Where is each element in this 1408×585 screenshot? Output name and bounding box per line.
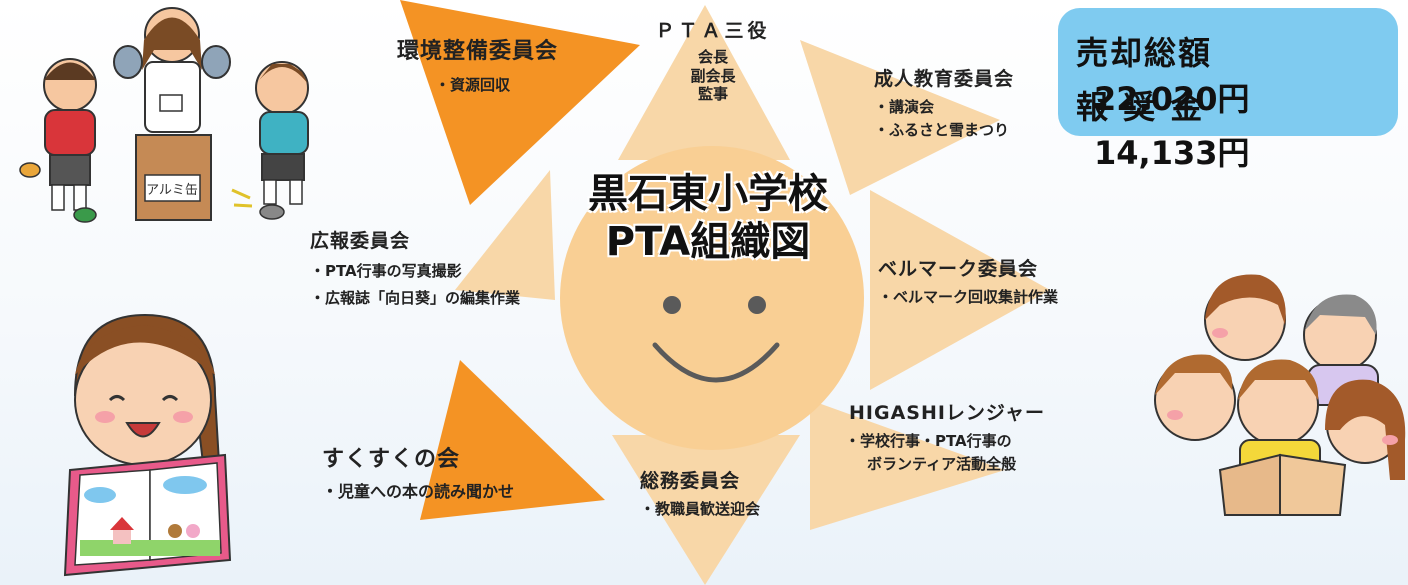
diagram-title-line1: 黒石東小学校 [588,171,828,217]
group-higashi-item: ボランティア活動全般 [867,454,1017,473]
ray-left [455,170,555,300]
children-reading-illustration [1154,274,1406,516]
sales-total-row: 売却総額 22,020円 [1076,28,1398,120]
ray-top-right [800,40,1000,195]
group-koho-item: ・PTA行事の写真撮影 [310,261,462,280]
group-koho-item: ・広報誌「向日葵」の編集作業 [310,288,521,307]
reward-value: 14,133円 [1094,134,1250,172]
group-koho-title: 広報委員会 [310,230,411,252]
group-somu-item: ・教職員歓送迎会 [640,499,761,518]
group-higashi-item: ・学校行事・PTA行事の [845,431,1012,450]
sales-total-label: 売却総額 [1076,34,1213,72]
group-sanyaku-item: 監事 [697,85,728,104]
group-bellmark-title: ベルマーク委員会 [878,258,1039,280]
group-somu-title: 総務委員会 [640,470,741,492]
can-collecting-children-illustration: アルミ缶 [19,7,309,223]
group-kankyo: 環境整備委員会 ・資源回収 [397,38,558,94]
can-box-label: アルミ缶 [146,183,198,198]
group-bellmark-item: ・ベルマーク回収集計作業 [878,287,1059,306]
diagram-title: 黒石東小学校 PTA組織図 [540,170,876,266]
group-somu: 総務委員会 ・教職員歓送迎会 [640,470,760,519]
group-sukusuku: すくすくの会 ・児童への本の読み聞かせ [322,446,514,502]
group-higashi: HIGASHIレンジャー ・学校行事・PTA行事の ボランティア活動全般 [845,402,1045,473]
sun-eye-left [663,296,681,314]
sales-total-value: 22,020円 [1094,80,1250,118]
group-bellmark: ベルマーク委員会 ・ベルマーク回収集計作業 [878,258,1058,307]
ray-bottom [612,435,800,585]
reward-label: 報 奨 金 [1076,88,1205,126]
ray-bottom-left [420,360,605,520]
group-kankyo-item: ・資源回収 [435,75,511,94]
ray-top [618,5,790,160]
group-sukusuku-title: すくすくの会 [322,447,461,472]
sun-face [560,146,864,450]
group-seijin: 成人教育委員会 ・講演会 ・ふるさと雪まつり [874,68,1014,139]
group-seijin-item: ・講演会 [874,97,935,116]
group-sanyaku-title: ＰＴＡ三役 [655,20,771,42]
group-sanyaku-item: 副会長 [690,66,736,85]
group-koho: 広報委員会 ・PTA行事の写真撮影 ・広報誌「向日葵」の編集作業 [310,230,520,307]
girl-with-picture-book-illustration [63,313,232,577]
sun-eye-right [748,296,766,314]
reward-row: 報 奨 金 14,133円 [1076,82,1398,174]
sun-smile [652,342,780,383]
diagram-title-line2: PTA組織図 [605,219,811,265]
group-kankyo-title: 環境整備委員会 [397,39,559,64]
ray-top-left [400,0,640,205]
group-sanyaku-item: 会長 [697,47,728,66]
ray-bottom-right [810,400,1005,530]
totals-box: 売却総額 22,020円 報 奨 金 14,133円 [1058,8,1398,172]
group-higashi-title: HIGASHIレンジャー [849,402,1045,424]
group-sukusuku-item: ・児童への本の読み聞かせ [322,481,515,501]
group-sanyaku: ＰＴＡ三役 会長 副会長 監事 [648,20,778,104]
group-seijin-title: 成人教育委員会 [874,68,1015,90]
group-seijin-item: ・ふるさと雪まつり [874,120,1010,139]
ray-right [870,190,1050,390]
